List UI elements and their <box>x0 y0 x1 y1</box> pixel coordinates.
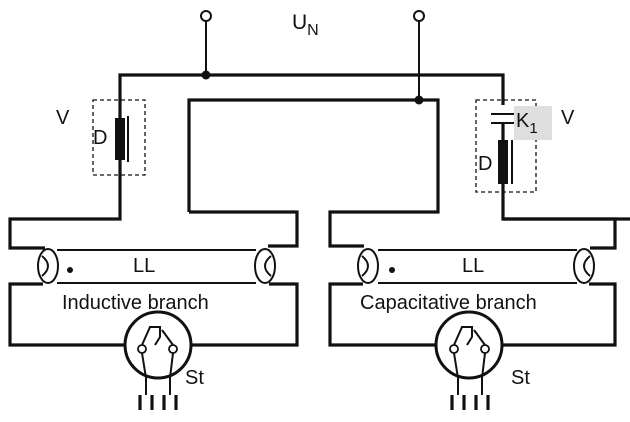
left-branch-label: Inductive branch <box>62 292 209 314</box>
right-branch-label: Capacitative branch <box>360 292 537 314</box>
right-capacitor-label: K1 <box>516 110 538 137</box>
terminal-right <box>413 10 425 22</box>
right-starter-label: St <box>511 367 530 389</box>
terminal-left <box>200 10 212 22</box>
left-starter: St <box>123 310 204 410</box>
right-choke <box>498 140 508 184</box>
junction-node-left <box>201 70 211 80</box>
left-lamp-label: LL <box>133 255 155 277</box>
left-choke-label: D <box>93 127 107 149</box>
supply-terminals <box>200 10 425 100</box>
junction-node-right <box>414 95 424 105</box>
right-ballast-group-label: V <box>561 107 575 129</box>
right-lamp-tube: LL <box>357 248 595 284</box>
left-lamp-tube: LL <box>37 248 276 284</box>
left-ballast: D V <box>56 99 146 176</box>
right-starter: St <box>434 310 530 410</box>
left-ballast-group-label: V <box>56 107 70 129</box>
right-ballast: K1 D V <box>475 99 575 215</box>
left-starter-label: St <box>185 367 204 389</box>
outer-supply-loop <box>118 70 505 120</box>
right-lamp-label: LL <box>462 255 484 277</box>
right-choke-label: D <box>478 153 492 175</box>
supply-voltage-label: UN <box>292 11 319 39</box>
left-choke <box>115 118 125 160</box>
